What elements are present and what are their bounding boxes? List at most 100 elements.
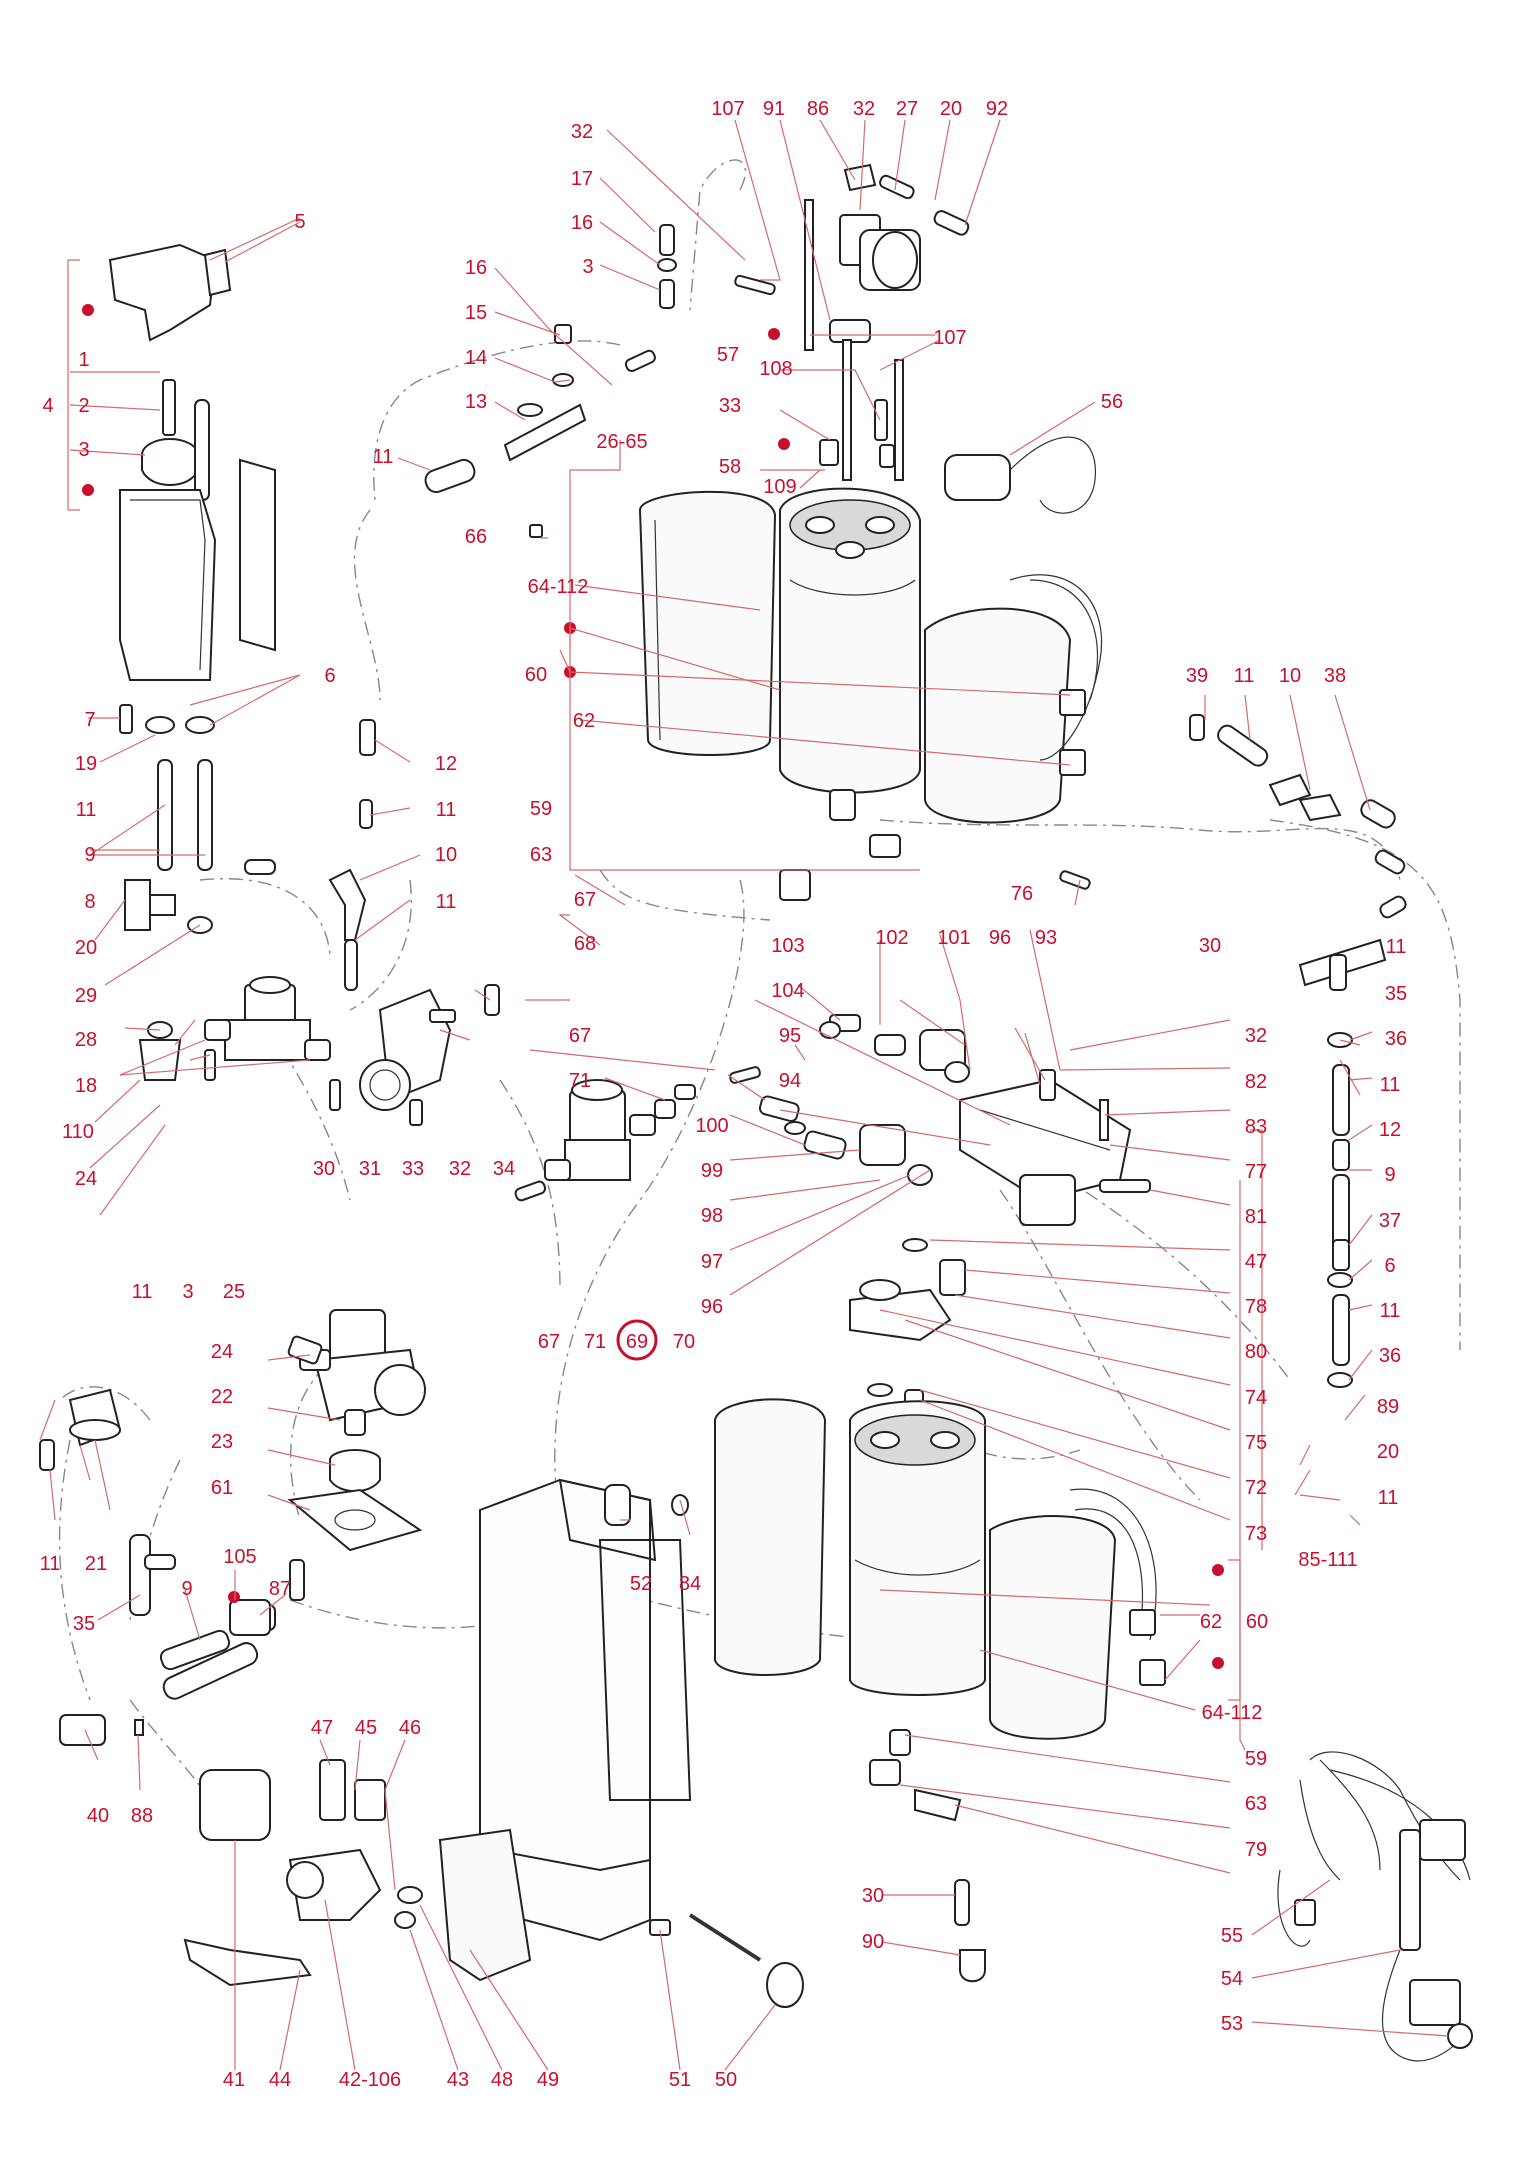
- label-94: 94: [779, 1070, 801, 1092]
- label-29: 29: [75, 985, 97, 1007]
- label-20b: 20: [75, 937, 97, 959]
- label-62: 62: [573, 710, 595, 732]
- label-47: 47: [1245, 1251, 1267, 1273]
- label-39: 39: [1186, 665, 1208, 687]
- right-hose-column: [1189, 714, 1407, 1388]
- label-62b: 62: [1200, 1611, 1222, 1633]
- label-16: 16: [571, 212, 593, 234]
- label-76: 76: [1011, 883, 1033, 905]
- label-82: 82: [1245, 1071, 1267, 1093]
- label-28: 28: [75, 1029, 97, 1051]
- label-44: 44: [269, 2069, 291, 2091]
- label-46: 46: [399, 1717, 421, 1739]
- label-42-106: 42-106: [339, 2069, 401, 2091]
- label-22: 22: [211, 1386, 233, 1408]
- label-63b: 63: [1245, 1793, 1267, 1815]
- label-35: 35: [1385, 983, 1407, 1005]
- label-84: 84: [679, 1573, 701, 1595]
- lower-boiler-group: [714, 1238, 1166, 1983]
- label-71: 71: [569, 1070, 591, 1092]
- label-71b: 71: [584, 1331, 606, 1353]
- label-40: 40: [87, 1805, 109, 1827]
- label-23: 23: [211, 1431, 233, 1453]
- label-98: 98: [701, 1205, 723, 1227]
- label-30c: 30: [862, 1885, 884, 1907]
- label-95: 95: [779, 1025, 801, 1047]
- label-19: 19: [75, 753, 97, 775]
- label-85-111: 85-111: [1298, 1549, 1357, 1571]
- label-45: 45: [355, 1717, 377, 1739]
- label-24b: 24: [211, 1341, 233, 1363]
- label-110: 110: [62, 1121, 94, 1143]
- label-59b: 59: [1245, 1748, 1267, 1770]
- label-49: 49: [537, 2069, 559, 2091]
- label-108: 108: [759, 358, 792, 380]
- solenoid-valve-left: [138, 976, 341, 1111]
- label-25: 25: [223, 1281, 245, 1303]
- label-67c: 67: [538, 1331, 560, 1353]
- label-10: 10: [1279, 665, 1301, 687]
- label-11f: 11: [132, 1281, 153, 1303]
- label-79: 79: [1245, 1839, 1267, 1861]
- top-hose-fittings: [424, 224, 703, 538]
- label-32c: 32: [449, 1158, 471, 1180]
- label-60b: 60: [1246, 1611, 1268, 1633]
- solenoid-valve-69: [514, 1066, 761, 1202]
- label-93: 93: [1035, 927, 1057, 949]
- flow-meter-block: [328, 719, 500, 1126]
- label-96: 96: [989, 927, 1011, 949]
- label-3b: 3: [78, 439, 89, 461]
- label-109: 109: [763, 476, 796, 498]
- label-73: 73: [1245, 1523, 1267, 1545]
- label-6: 6: [324, 665, 335, 687]
- label-101: 101: [937, 927, 970, 949]
- label-8: 8: [84, 891, 95, 913]
- label-48: 48: [491, 2069, 513, 2091]
- label-96b: 96: [701, 1296, 723, 1318]
- label-32d: 32: [1245, 1025, 1267, 1047]
- label-104: 104: [771, 980, 804, 1002]
- label-36b: 36: [1379, 1345, 1401, 1367]
- label-11c: 11: [76, 799, 97, 821]
- label-3c: 3: [182, 1281, 193, 1303]
- label-32b: 32: [571, 121, 593, 143]
- label-88: 88: [131, 1805, 153, 1827]
- label-10b: 10: [435, 844, 457, 866]
- label-63: 63: [530, 844, 552, 866]
- label-52: 52: [630, 1573, 652, 1595]
- label-91: 91: [763, 98, 785, 120]
- label-56: 56: [1101, 391, 1123, 413]
- label-86: 86: [807, 98, 829, 120]
- label-47b: 47: [311, 1717, 333, 1739]
- label-83: 83: [1245, 1116, 1267, 1138]
- label-107: 107: [711, 98, 744, 120]
- label-20c: 20: [1377, 1441, 1399, 1463]
- label-100: 100: [695, 1115, 728, 1137]
- label-3: 3: [582, 256, 593, 278]
- leader-lines: [39, 119, 1449, 2071]
- label-50: 50: [715, 2069, 737, 2091]
- label-17: 17: [571, 168, 593, 190]
- label-90: 90: [862, 1931, 884, 1953]
- label-15: 15: [465, 302, 487, 324]
- part-105-assembly: [159, 1599, 271, 1671]
- label-5: 5: [294, 211, 305, 233]
- label-31: 31: [359, 1158, 381, 1180]
- label-97: 97: [701, 1251, 723, 1273]
- label-32: 32: [853, 98, 875, 120]
- label-9: 9: [84, 844, 95, 866]
- label-102: 102: [875, 927, 908, 949]
- label-11h: 11: [1380, 1074, 1401, 1096]
- label-21: 21: [85, 1553, 107, 1575]
- highlight-ring-69: [616, 1319, 658, 1361]
- label-7: 7: [84, 709, 95, 731]
- label-38: 38: [1324, 665, 1346, 687]
- upper-boiler-group: [638, 163, 1102, 901]
- label-66: 66: [465, 526, 487, 548]
- label-92: 92: [986, 98, 1008, 120]
- label-64-112b: 64-112: [1202, 1702, 1263, 1724]
- label-9c: 9: [181, 1578, 192, 1600]
- label-67b: 67: [569, 1025, 591, 1047]
